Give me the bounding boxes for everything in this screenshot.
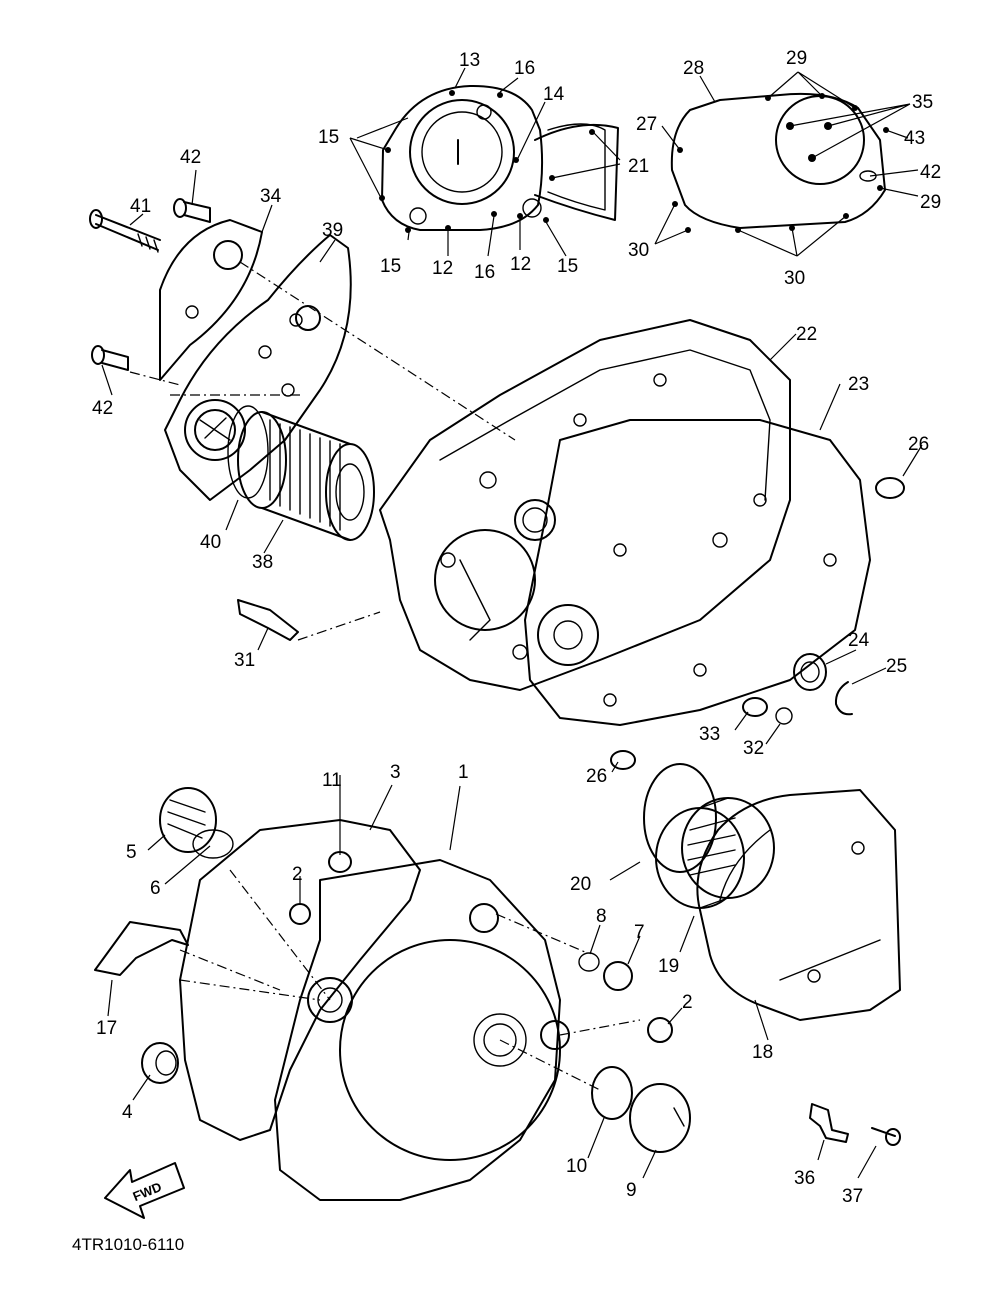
crankcase-cover — [94, 775, 691, 1201]
callout-42: 42 — [92, 398, 113, 419]
callout-16: 16 — [474, 262, 495, 283]
callout-35: 35 — [912, 92, 933, 113]
callout-15: 15 — [557, 256, 578, 277]
callout-21: 21 — [628, 156, 649, 177]
callout-20: 20 — [570, 874, 591, 895]
callout-25: 25 — [886, 656, 907, 677]
callout-10: 10 — [566, 1156, 587, 1177]
callout-6: 6 — [150, 878, 161, 899]
oil-filter-cover-assembly — [89, 169, 516, 554]
callout-13: 13 — [459, 50, 480, 71]
callout-15: 15 — [380, 256, 401, 277]
callout-29: 29 — [786, 48, 807, 69]
diagram-code: 4TR1010-6110 — [72, 1235, 184, 1254]
generator-cover — [609, 763, 901, 1179]
callout-2: 2 — [682, 992, 693, 1013]
callout-36: 36 — [794, 1168, 815, 1189]
callout-42: 42 — [180, 147, 201, 168]
clutch-cover-detail — [349, 67, 621, 257]
callout-34: 34 — [260, 186, 282, 207]
callout-12: 12 — [510, 254, 531, 275]
callout-17: 17 — [96, 1018, 117, 1039]
callout-19: 19 — [658, 956, 679, 977]
callout-40: 40 — [200, 532, 221, 553]
callout-labels: 13 16 14 15 21 15 12 16 12 15 29 28 35 2… — [92, 48, 941, 1207]
callout-26: 26 — [586, 766, 607, 787]
callout-23: 23 — [848, 374, 869, 395]
callout-24: 24 — [848, 630, 870, 651]
callout-41: 41 — [130, 196, 151, 217]
callout-43: 43 — [904, 128, 925, 149]
fwd-label: FWD — [131, 1179, 164, 1204]
crankcase-and-gaskets — [237, 319, 923, 773]
callout-16: 16 — [514, 58, 535, 79]
callout-38: 38 — [252, 552, 273, 573]
callout-3: 3 — [390, 762, 401, 783]
callout-22: 22 — [796, 324, 817, 345]
callout-37: 37 — [842, 1186, 863, 1207]
callout-27: 27 — [636, 114, 657, 135]
callout-30: 30 — [628, 240, 649, 261]
callout-1: 1 — [458, 762, 469, 783]
cover-gasket-detail — [654, 71, 919, 257]
callout-33: 33 — [699, 724, 720, 745]
callout-12: 12 — [432, 258, 453, 279]
callout-26: 26 — [908, 434, 929, 455]
callout-8: 8 — [596, 906, 607, 927]
callout-42: 42 — [920, 162, 941, 183]
callout-11: 11 — [322, 770, 342, 791]
callout-28: 28 — [683, 58, 704, 79]
callout-18: 18 — [752, 1042, 773, 1063]
callout-4: 4 — [122, 1102, 133, 1123]
callout-5: 5 — [126, 842, 137, 863]
callout-9: 9 — [626, 1180, 637, 1201]
callout-15: 15 — [318, 127, 339, 148]
callout-7: 7 — [634, 922, 645, 943]
callout-31: 31 — [234, 650, 255, 671]
callout-2: 2 — [292, 864, 303, 885]
callout-30: 30 — [784, 268, 805, 289]
callout-39: 39 — [322, 220, 343, 241]
callout-29: 29 — [920, 192, 941, 213]
forward-direction-arrow: FWD — [104, 1162, 185, 1219]
callout-14: 14 — [543, 84, 565, 105]
callout-32: 32 — [743, 738, 764, 759]
